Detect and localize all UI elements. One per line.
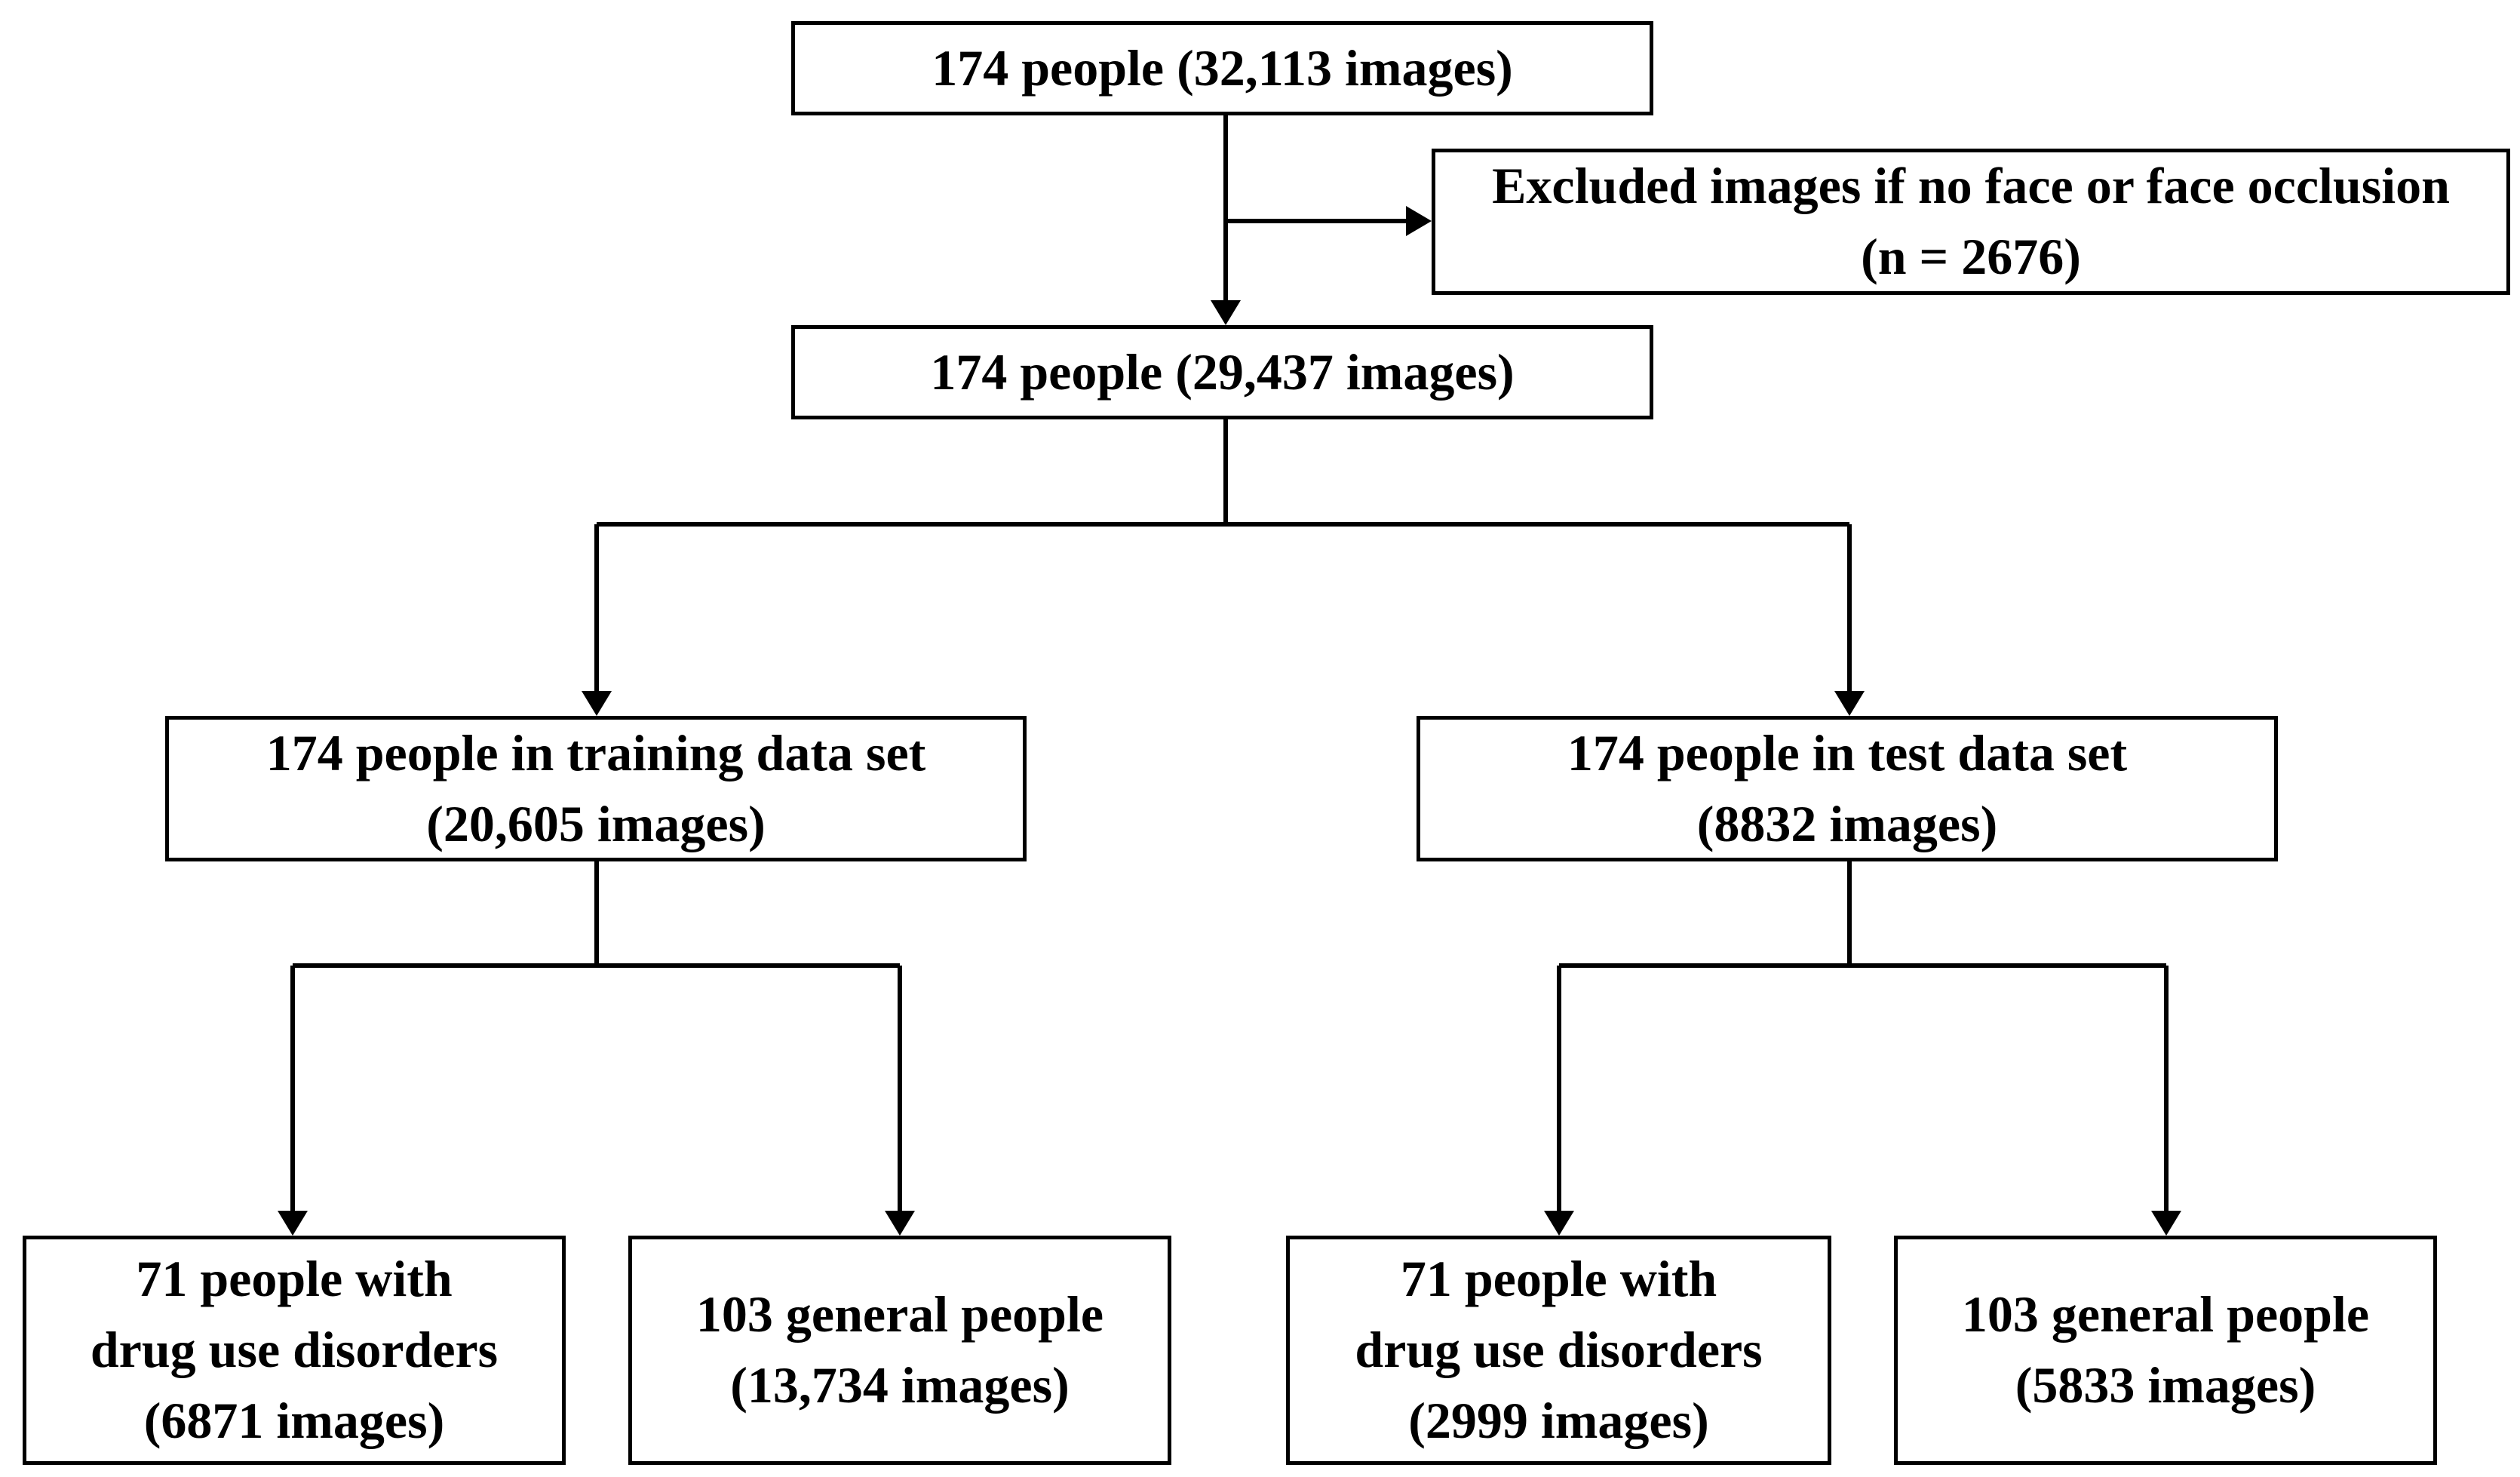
node-test-dud-line-2: drug use disorders: [1355, 1321, 1763, 1379]
node-train-dud-line-1: 71 people with: [136, 1250, 453, 1308]
node-all-images: 174 people (32,113 images): [791, 21, 1653, 115]
node-all-images-line-1: 174 people (32,113 images): [932, 38, 1513, 97]
node-test-general-line-1: 103 general people: [1961, 1285, 2370, 1343]
arrowhead-train-dud: [278, 1211, 308, 1236]
arrowhead-excluded: [1406, 206, 1432, 236]
node-train-dud-line-3: (6871 images): [143, 1391, 445, 1449]
node-train-drug-use-disorders: 71 people with drug use disorders (6871 …: [23, 1236, 566, 1465]
node-test-drug-use-disorders: 71 people with drug use disorders (2999 …: [1286, 1236, 1831, 1465]
node-excluded-images-line-1: Excluded images if no face or face occlu…: [1492, 157, 2450, 215]
node-train-general-line-2: (13,734 images): [730, 1356, 1070, 1414]
node-training-set: 174 people in training data set (20,605 …: [165, 716, 1027, 861]
arrowhead-test: [1834, 691, 1865, 716]
node-test-general-people: 103 general people (5833 images): [1894, 1236, 2437, 1465]
node-train-general-people: 103 general people (13,734 images): [628, 1236, 1171, 1465]
node-train-general-line-1: 103 general people: [695, 1285, 1104, 1343]
node-test-dud-line-3: (2999 images): [1408, 1391, 1709, 1449]
node-test-set-line-1: 174 people in test data set: [1567, 723, 2128, 781]
arrowhead-test-general: [2151, 1211, 2181, 1236]
node-test-general-line-2: (5833 images): [2015, 1356, 2316, 1414]
node-excluded-images: Excluded images if no face or face occlu…: [1432, 149, 2510, 295]
node-test-set-line-2: (8832 images): [1696, 794, 1998, 852]
node-training-set-line-2: (20,605 images): [426, 794, 766, 852]
node-after-exclusion-line-1: 174 people (29,437 images): [930, 342, 1515, 401]
node-excluded-images-line-2: (n = 2676): [1861, 228, 2081, 285]
node-train-dud-line-2: drug use disorders: [90, 1321, 499, 1379]
arrowhead-test-dud: [1544, 1211, 1574, 1236]
node-test-set: 174 people in test data set (8832 images…: [1417, 716, 2278, 861]
node-test-dud-line-1: 71 people with: [1400, 1250, 1717, 1308]
arrowhead-training: [582, 691, 612, 716]
arrowhead-mid: [1211, 300, 1241, 325]
arrowhead-train-general: [885, 1211, 915, 1236]
node-after-exclusion: 174 people (29,437 images): [791, 325, 1653, 419]
node-training-set-line-1: 174 people in training data set: [266, 723, 926, 781]
